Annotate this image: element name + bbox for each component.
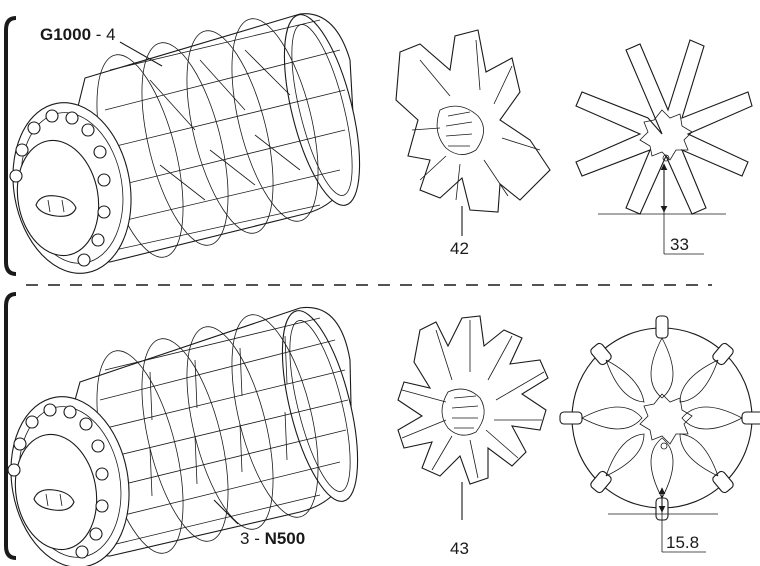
top-model-label: G1000 bbox=[40, 25, 91, 44]
dim-33-value: 33 bbox=[670, 235, 689, 254]
bottom-section-bracket bbox=[4, 292, 17, 560]
bottom-leader-line bbox=[213, 499, 239, 525]
bottom-separator: - bbox=[249, 529, 264, 548]
top-section-bracket bbox=[4, 16, 17, 276]
top-count-label: 4 bbox=[106, 25, 115, 44]
svg-text:3 - N500: 3 - N500 bbox=[240, 529, 305, 548]
plate-42-drawing bbox=[395, 29, 551, 213]
plate-43-profile bbox=[559, 315, 760, 521]
top-leader-line bbox=[119, 41, 163, 67]
plate-42-profile bbox=[575, 39, 753, 215]
bottom-count-label: 3 bbox=[240, 529, 249, 548]
plate-42-number: 42 bbox=[450, 239, 469, 258]
bottom-model-label: N500 bbox=[265, 529, 306, 548]
plate-43-number: 43 bbox=[450, 539, 469, 558]
rotor-n500-drawing bbox=[7, 306, 359, 566]
rotor-g1000-drawing bbox=[9, 13, 361, 274]
top-separator: - bbox=[91, 25, 106, 44]
svg-text:G1000 - 4: G1000 - 4 bbox=[40, 25, 116, 44]
dim-15-8-value: 15.8 bbox=[666, 533, 699, 552]
plate-43-drawing bbox=[397, 315, 549, 485]
